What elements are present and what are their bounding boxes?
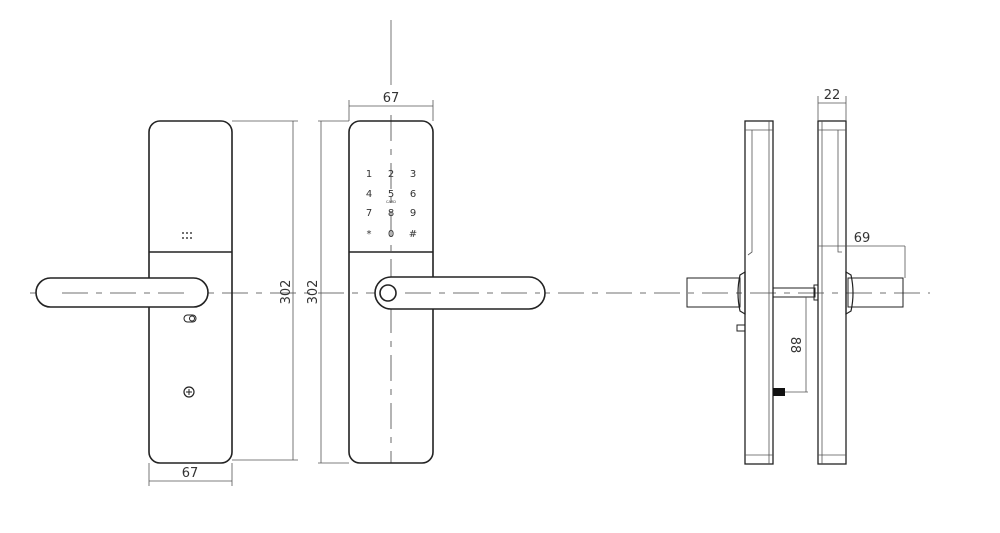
inside-height-label: 302 xyxy=(279,280,294,305)
key-2[interactable]: 2 xyxy=(388,169,394,180)
outside-handle-side xyxy=(847,277,904,308)
key-4[interactable]: 4 xyxy=(366,189,372,200)
key-hash[interactable]: # xyxy=(409,229,417,240)
side-view: 22 69 88 xyxy=(686,88,906,465)
key-star[interactable]: * xyxy=(367,229,372,240)
inside-handle-side xyxy=(686,277,741,308)
projection-label: 69 xyxy=(854,231,871,246)
key-3[interactable]: 3 xyxy=(410,169,416,180)
outside-width-label: 67 xyxy=(383,91,400,106)
key-1[interactable]: 1 xyxy=(366,169,372,180)
fingerprint-sensor-icon xyxy=(379,284,397,302)
inside-view: 67 302 xyxy=(35,120,298,486)
key-9[interactable]: 9 xyxy=(410,208,416,219)
key-8[interactable]: 8 xyxy=(388,208,394,219)
spindle-distance-label: 88 xyxy=(787,337,802,354)
depth-label: 22 xyxy=(824,88,841,103)
key-5[interactable]: 5 xyxy=(388,189,394,200)
inside-handle xyxy=(35,277,209,308)
key-6[interactable]: 6 xyxy=(410,189,416,200)
thumb-turn-icon xyxy=(183,314,197,323)
card-label: CARD xyxy=(386,200,396,204)
outside-view: 1 2 3 4 5 6 CARD 7 8 9 * 0 # 67 302 xyxy=(306,20,546,464)
spindle xyxy=(772,287,816,298)
keypad: 1 2 3 4 5 6 CARD 7 8 9 * 0 # xyxy=(366,169,417,240)
latch-block xyxy=(773,388,785,396)
inside-width-label: 67 xyxy=(182,466,199,481)
battery-vent-icon xyxy=(182,232,192,239)
outside-height-label: 302 xyxy=(306,280,321,305)
key-cylinder-icon xyxy=(183,386,195,398)
key-0[interactable]: 0 xyxy=(388,229,394,240)
key-7[interactable]: 7 xyxy=(366,208,372,219)
